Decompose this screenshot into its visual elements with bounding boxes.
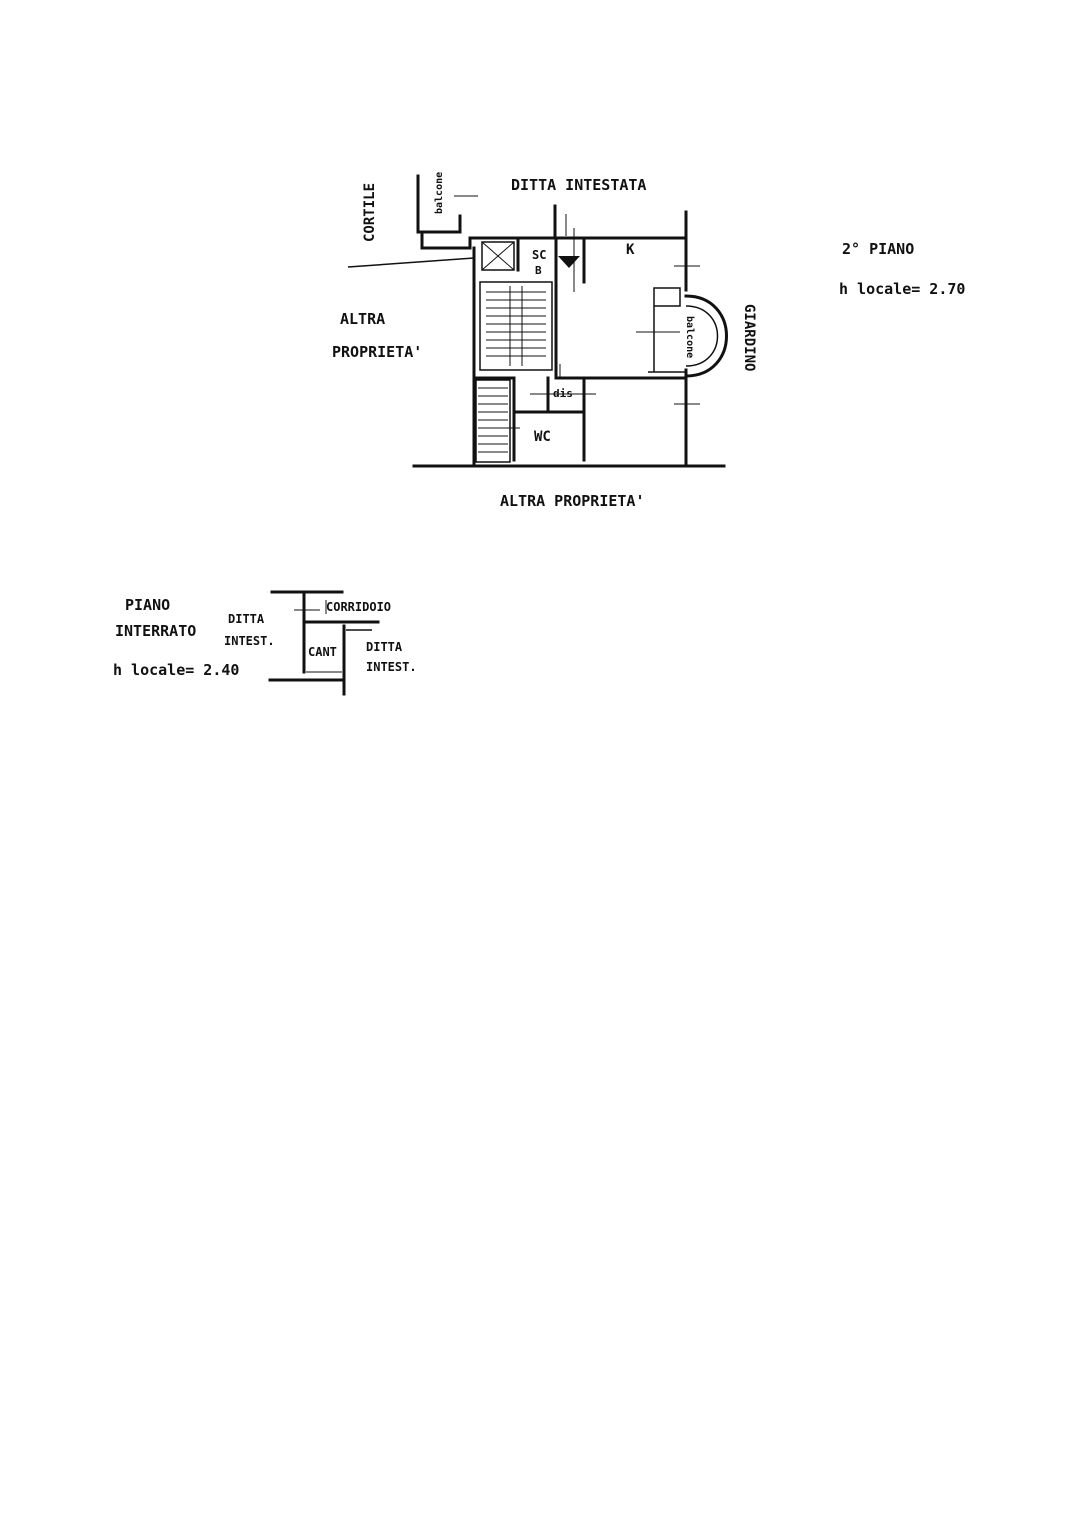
label-ditta-right-1: DITTA (366, 640, 403, 654)
upper-floor-title: 2° PIANO (842, 240, 914, 258)
label-ditta-left-1: DITTA (228, 612, 265, 626)
elevator-shaft (481, 241, 515, 271)
label-cortile: CORTILE (362, 183, 378, 242)
basement-floor-plan: PIANO INTERRATO h locale= 2.40 DITTA INT… (113, 590, 417, 696)
upper-floor-plan: DITTA INTESTATA CORTILE balcone ALTRA PR… (332, 172, 965, 510)
label-giardino: GIARDINO (741, 304, 757, 371)
label-bath-sc: SC (532, 248, 546, 262)
label-closet: dis (553, 387, 573, 400)
basement-plan-walls (268, 590, 380, 696)
label-bath-b: B (535, 264, 542, 277)
label-altra-left-2: PROPRIETA' (332, 343, 422, 361)
label-wc: WC (534, 429, 551, 445)
label-altra-proprieta-south: ALTRA PROPRIETA' (500, 492, 645, 510)
stair-treads (486, 286, 546, 366)
basement-height: h locale= 2.40 (113, 661, 239, 679)
label-ditta-left-2: INTEST. (224, 634, 275, 648)
label-kitchen: K (626, 242, 635, 258)
label-balcone-right: balcone (684, 316, 695, 358)
shower-symbol (558, 256, 580, 268)
label-ditta-intestata: DITTA INTESTATA (511, 176, 646, 194)
upper-plan-walls (347, 174, 728, 468)
basement-title-1: PIANO (125, 596, 170, 614)
label-corridoio: CORRIDOIO (326, 600, 391, 614)
basement-title-2: INTERRATO (115, 622, 196, 640)
label-ditta-right-2: INTEST. (366, 660, 417, 674)
window-marks (454, 195, 700, 429)
bay-balcony (648, 287, 728, 378)
label-cantina: CANT (308, 645, 337, 659)
upper-floor-height: h locale= 2.70 (839, 280, 965, 298)
label-balcone-left: balcone (434, 172, 445, 214)
service-stair (475, 379, 511, 463)
label-altra-left-1: ALTRA (340, 310, 385, 328)
